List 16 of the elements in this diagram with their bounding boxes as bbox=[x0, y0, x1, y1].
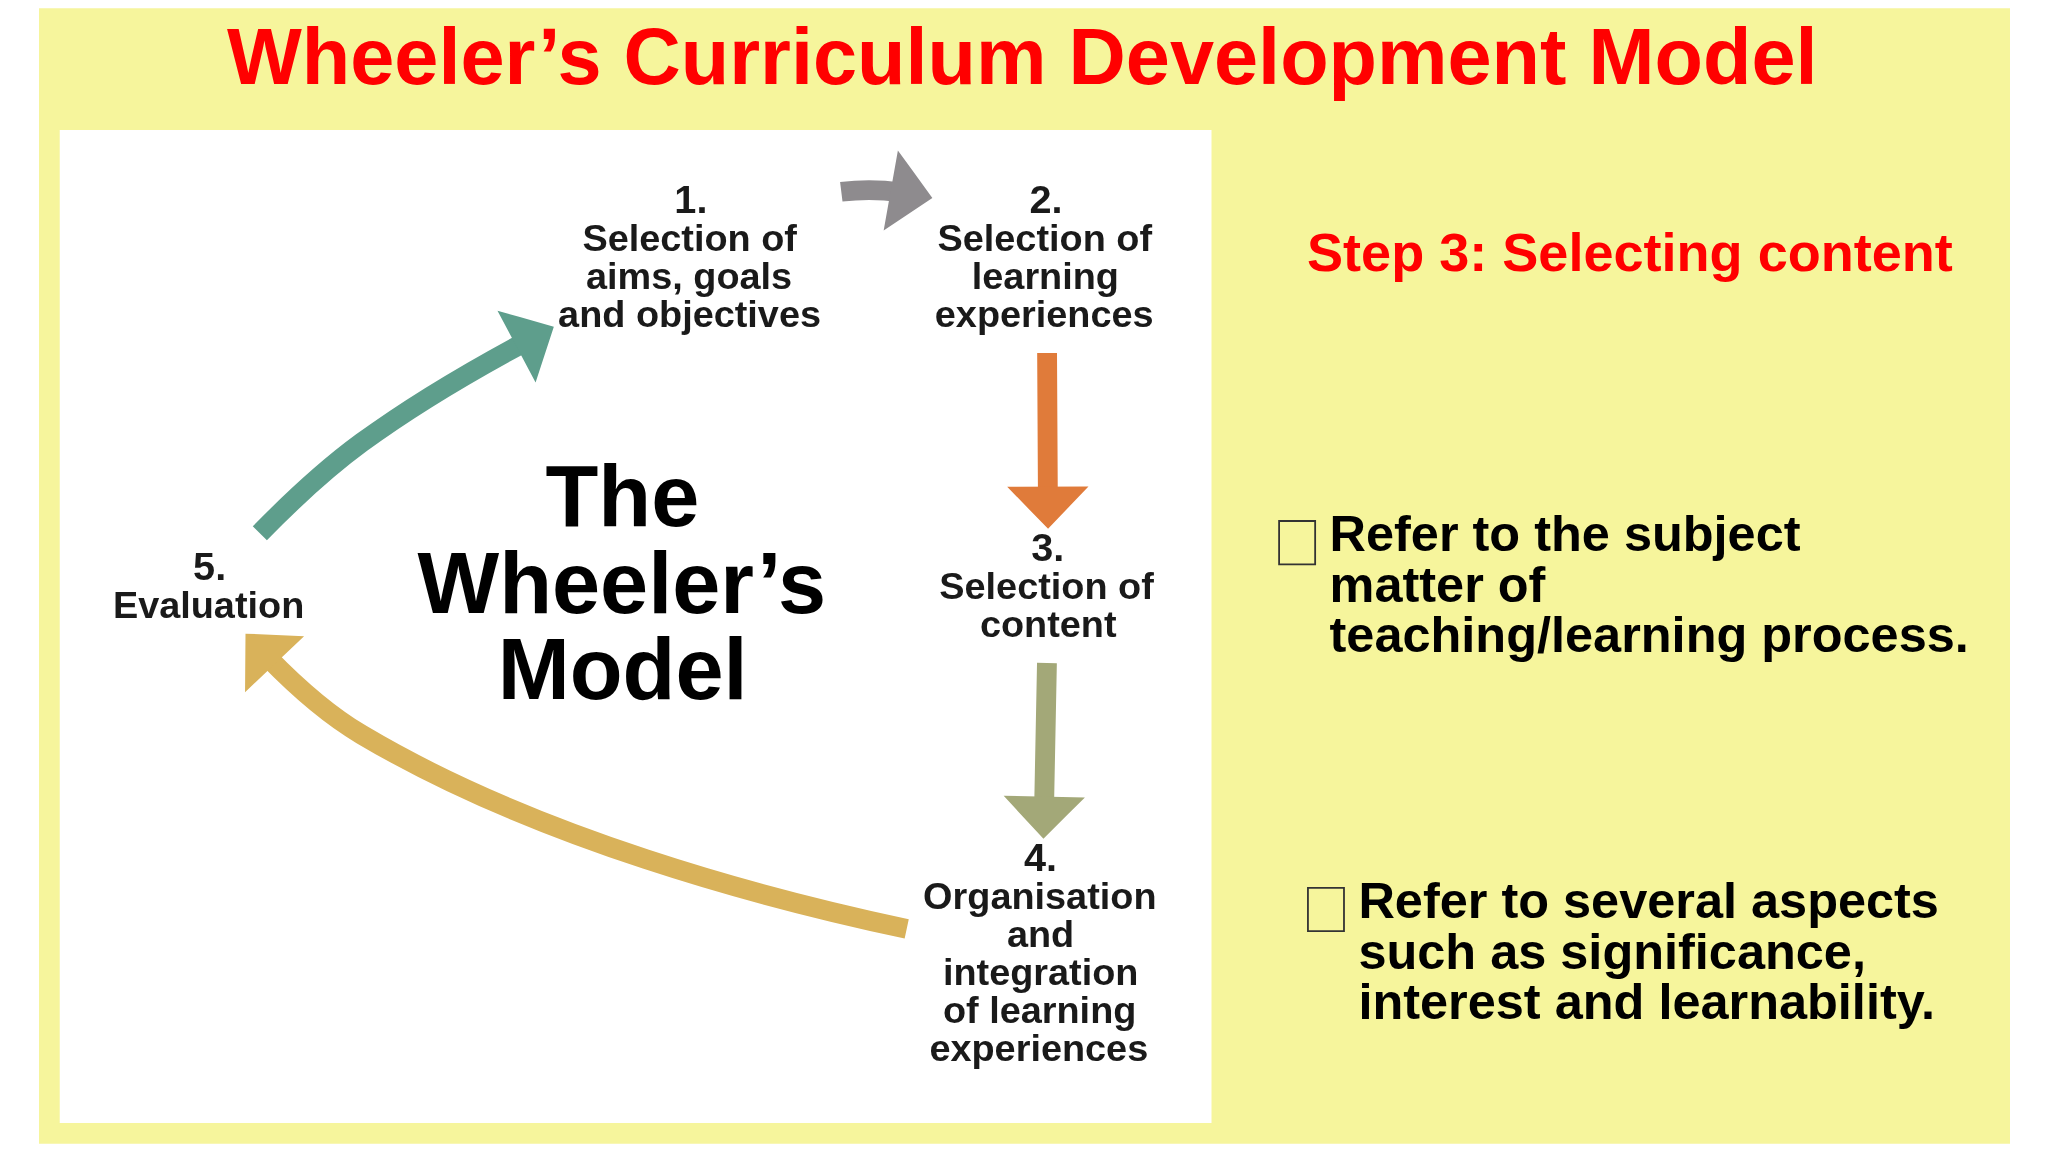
arrow bbox=[839, 150, 932, 231]
label: The Wheeler’s Model bbox=[417, 448, 826, 718]
node-text: 1. Selection of aims, goals and objectives bbox=[557, 176, 821, 335]
arrow bbox=[1006, 352, 1088, 529]
diagram-title: Wheeler’s Curriculum Development Model bbox=[226, 12, 1818, 102]
node-text: 5. Evaluation bbox=[112, 543, 304, 626]
node-text: 3. Selection of content bbox=[938, 524, 1154, 645]
node-text: 2. Selection of learning experiences bbox=[934, 176, 1154, 335]
arrow bbox=[244, 633, 909, 939]
arrow bbox=[1003, 662, 1085, 839]
arrow bbox=[252, 310, 554, 541]
label: Refer to several aspects such as significance, interest and learnability. bbox=[1357, 872, 1939, 1031]
cluster bbox=[59, 129, 1211, 1124]
node-text: 4. Organisation and integration of learning experiences bbox=[922, 834, 1157, 1069]
label: Refer to the subject matter of teaching/learning process. bbox=[1329, 505, 1969, 664]
label: Step 3: Selecting content bbox=[1306, 222, 1953, 283]
